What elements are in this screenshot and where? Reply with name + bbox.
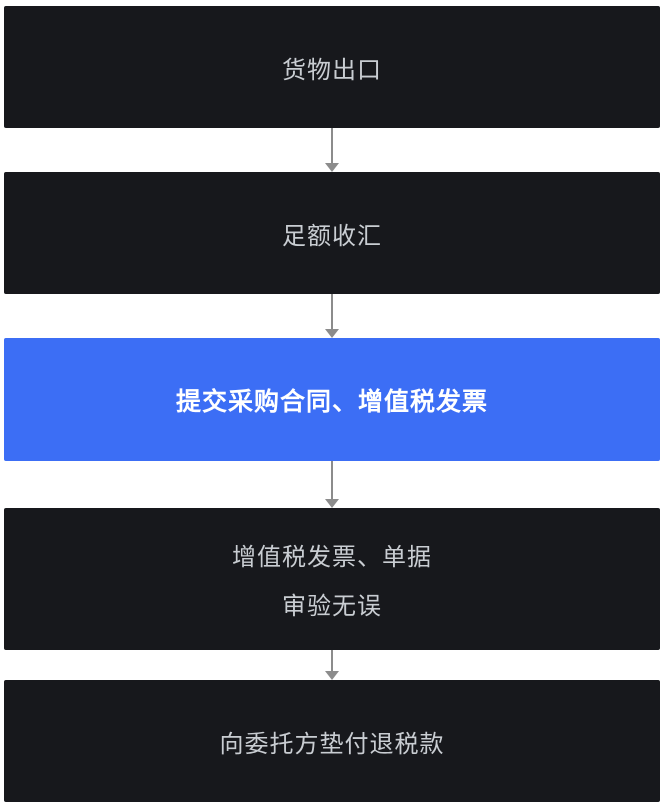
flow-arrow-down-icon xyxy=(4,461,660,508)
arrow-head xyxy=(325,163,339,172)
flow-arrow-down-icon xyxy=(4,650,660,680)
flow-step-label-line1: 增值税发票、单据 xyxy=(232,544,432,571)
flow-step-full-payment-received: 足额收汇 xyxy=(4,172,660,294)
arrow-shaft xyxy=(331,461,333,499)
flow-arrow-down-icon xyxy=(4,294,660,338)
flow-step-label: 提交采购合同、增值税发票 xyxy=(175,387,488,416)
arrow-shaft xyxy=(331,650,333,671)
flow-step-label: 足额收汇 xyxy=(282,222,382,250)
flow-step-invoice-verification: 增值税发票、单据 审验无误 xyxy=(4,508,660,650)
arrow-head xyxy=(325,499,339,508)
flow-step-advance-tax-refund: 向委托方垫付退税款 xyxy=(4,680,660,802)
flow-step-label: 货物出口 xyxy=(282,56,382,84)
arrow-head xyxy=(325,671,339,680)
arrow-shaft xyxy=(331,128,333,163)
flow-step-label-line2: 审验无误 xyxy=(282,593,382,620)
flow-step-label: 向委托方垫付退税款 xyxy=(219,730,445,758)
arrow-shaft xyxy=(331,294,333,329)
flow-arrow-down-icon xyxy=(4,128,660,172)
flow-step-goods-export: 货物出口 xyxy=(4,6,660,128)
flow-step-submit-contract-invoice: 提交采购合同、增值税发票 xyxy=(4,338,660,461)
arrow-head xyxy=(325,329,339,338)
